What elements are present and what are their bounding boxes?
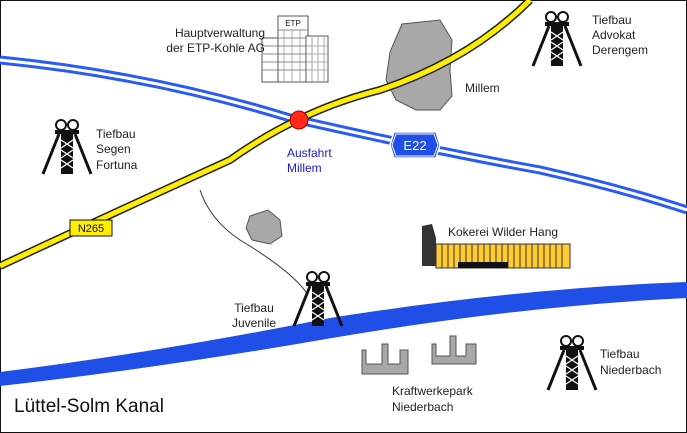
headquarters-label-line2: der ETP-Kohle AG	[166, 41, 265, 55]
footpath	[199, 189, 307, 293]
power-plant	[361, 335, 477, 375]
headquarters-label-line1: Hauptverwaltung	[175, 26, 265, 40]
mine-label-juvenile-2: Juvenile	[232, 316, 276, 330]
millem-town-area	[385, 19, 453, 111]
road-label: N265	[78, 223, 104, 235]
mine-label-advokat-2: Advokat	[592, 28, 636, 42]
highway-shield-e22: E22	[389, 131, 441, 159]
coking-plant	[422, 224, 571, 269]
mine-label-niederbach-1: Tiefbau	[600, 347, 640, 361]
mine-label-juvenile-1: Tiefbau	[234, 301, 274, 315]
exit-marker[interactable]	[289, 110, 309, 130]
coking-plant-label: Kokerei Wilder Hang	[448, 225, 558, 239]
building-sign: ETP	[285, 19, 301, 28]
mine-label-segen-2: Segen	[96, 142, 131, 156]
canal-label: Lüttel-Solm Kanal	[14, 396, 164, 417]
power-plant-label-line1: Kraftwerkepark	[392, 384, 474, 398]
road-shield-n265: N265	[69, 219, 113, 237]
headquarters-building: ETP	[261, 15, 329, 83]
spoil-heap	[245, 209, 283, 245]
mine-label-niederbach-2: Niederbach	[600, 363, 661, 377]
mine-label-segen-3: Fortuna	[96, 158, 138, 172]
town-label: Millem	[465, 81, 500, 95]
mine-label-segen-1: Tiefbau	[96, 127, 136, 141]
canal	[0, 282, 687, 386]
exit-label-line2: Millem	[287, 161, 322, 175]
mine-label-advokat-1: Tiefbau	[592, 13, 632, 27]
exit-label-line1: Ausfahrt	[287, 146, 332, 160]
highway-center-line	[0, 58, 687, 212]
power-plant-label-line2: Niederbach	[392, 400, 453, 414]
mine-label-advokat-3: Derengem	[592, 43, 648, 57]
highway-label: E22	[403, 138, 426, 153]
